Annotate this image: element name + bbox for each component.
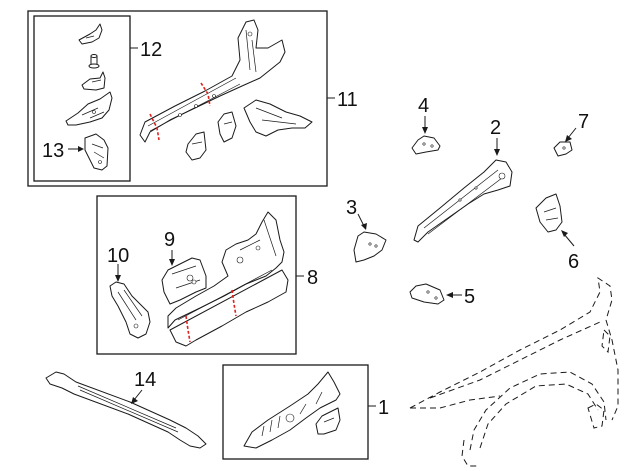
part-12-bracket-mid[interactable] — [81, 71, 106, 91]
callout-12[interactable]: 12 — [140, 39, 162, 61]
callout-2[interactable]: 2 — [490, 117, 501, 139]
arrowhead-5 — [446, 292, 453, 298]
part-11-frame-rail[interactable] — [139, 19, 286, 143]
part-11-extension[interactable] — [243, 99, 313, 137]
part-7-small-bracket[interactable] — [553, 141, 573, 157]
assembly-box-1 — [222, 364, 369, 460]
part-9-reinforcement[interactable] — [161, 257, 207, 305]
part-4-bracket[interactable] — [411, 135, 441, 155]
part-3-bracket[interactable] — [353, 231, 387, 263]
callout-3[interactable]: 3 — [346, 197, 357, 219]
callout-5[interactable]: 5 — [464, 286, 475, 308]
callout-7[interactable]: 7 — [578, 111, 589, 133]
cut-line-8a — [185, 315, 191, 343]
part-12-bracket-top[interactable] — [78, 23, 103, 45]
arrowhead-10 — [115, 275, 121, 282]
part-12-plate[interactable] — [65, 91, 113, 126]
callout-10[interactable]: 10 — [107, 245, 129, 267]
callout-11[interactable]: 11 — [337, 89, 358, 111]
callout-4[interactable]: 4 — [418, 95, 429, 117]
assembly-box-11 — [27, 10, 328, 187]
part-14-crossmember[interactable] — [45, 371, 207, 449]
arrowhead-6 — [561, 230, 568, 237]
assembly-box-12 — [33, 15, 131, 182]
cut-line-8b — [231, 289, 237, 317]
leader-14 — [133, 389, 143, 401]
part-1-bracket[interactable] — [315, 407, 341, 435]
assembly-box-8 — [96, 195, 297, 355]
cut-line-11a — [149, 113, 160, 141]
callout-8[interactable]: 8 — [307, 267, 318, 289]
arrowhead-2 — [494, 149, 500, 156]
part-1-apron[interactable] — [243, 371, 341, 449]
part-8-apron-rail[interactable] — [167, 211, 289, 347]
callout-6[interactable]: 6 — [568, 251, 579, 273]
arrowhead-9 — [169, 259, 175, 266]
leader-3 — [357, 213, 365, 227]
arrowhead-14 — [131, 397, 138, 404]
leader-7 — [567, 127, 577, 139]
part-13-bracket[interactable] — [84, 133, 109, 171]
leader-6 — [563, 233, 575, 247]
cut-line-11b — [200, 82, 211, 107]
part-2-upper-rail[interactable] — [413, 159, 513, 243]
part-6-bracket[interactable] — [535, 193, 563, 233]
part-11-bracket-b[interactable] — [217, 111, 237, 143]
callout-13[interactable]: 13 — [42, 140, 64, 162]
arrowhead-13 — [78, 146, 84, 152]
callout-14[interactable]: 14 — [134, 369, 156, 391]
part-10-extension[interactable] — [109, 281, 151, 339]
arrowhead-3 — [361, 223, 367, 230]
part-11-bracket-a[interactable] — [185, 131, 207, 161]
arrowhead-4 — [422, 127, 428, 134]
part-12-bolt[interactable] — [88, 54, 100, 69]
callout-9[interactable]: 9 — [164, 229, 175, 251]
callout-1[interactable]: 1 — [378, 397, 389, 419]
part-5-plate[interactable] — [409, 283, 445, 305]
fender-outline — [409, 276, 619, 467]
arrowhead-7 — [565, 135, 572, 142]
